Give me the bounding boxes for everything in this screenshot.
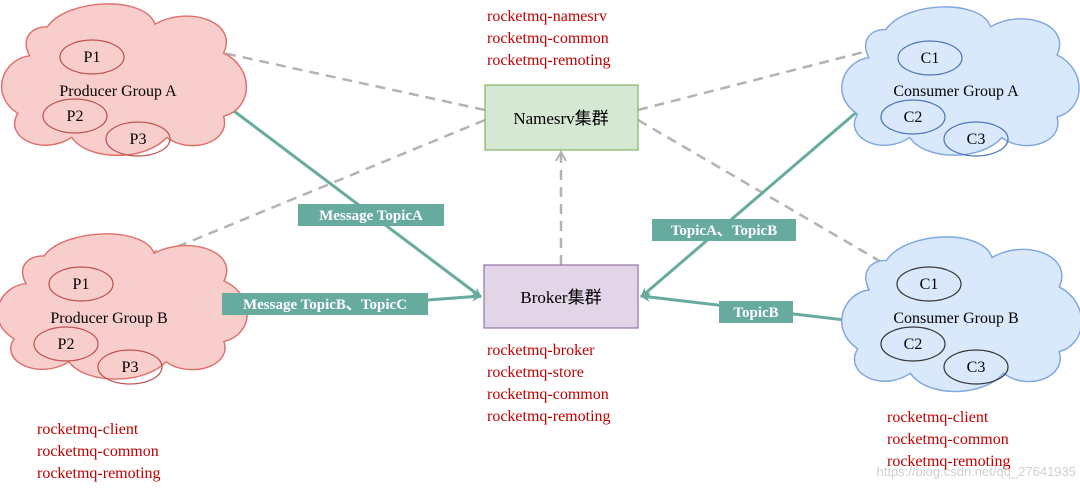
broker-box <box>483 264 639 329</box>
module-item: rocketmq-common <box>487 30 609 47</box>
producer-b-members: P1 P2 P3 <box>33 266 163 385</box>
dashed-namesrv-to-consumer-a <box>637 44 895 112</box>
module-item: rocketmq-common <box>887 431 1009 448</box>
module-item: rocketmq-broker <box>487 342 595 359</box>
dashed-namesrv-to-producer-a <box>150 37 486 112</box>
edge-label-text: TopicB <box>733 305 778 321</box>
member-label: C1 <box>920 276 939 293</box>
member-label: P3 <box>122 359 139 376</box>
namesrv-label: Namesrv集群 <box>513 109 608 128</box>
consumer-group-a-label: Consumer Group A <box>893 83 1019 100</box>
member-label: P2 <box>67 108 84 125</box>
module-item: rocketmq-client <box>887 409 989 426</box>
member-label: P3 <box>130 131 147 148</box>
edge-label-topicb: TopicB <box>719 301 793 323</box>
producer-modules: rocketmq-client rocketmq-common rocketmq… <box>37 421 161 482</box>
consumer-b-members: C1 C2 C3 <box>880 266 1009 385</box>
member-ellipse <box>105 121 171 157</box>
producer-group-b-label: Producer Group B <box>50 310 167 327</box>
edge-label-message-topicb-topicc: Message TopicB、TopicC <box>222 293 428 315</box>
dashed-namesrv-to-consumer-b <box>637 118 895 272</box>
member-ellipse <box>48 266 114 302</box>
namesrv-modules: rocketmq-namesrv rocketmq-common rocketm… <box>487 8 611 69</box>
edge-label-bg <box>222 293 428 315</box>
edge-consumer-a-to-broker <box>640 96 874 299</box>
dashed-namesrv-to-producer-b <box>150 118 486 258</box>
edge-label-bg <box>652 219 796 241</box>
member-label: C3 <box>967 359 986 376</box>
member-label: C2 <box>904 109 923 126</box>
namesrv-box <box>484 84 639 151</box>
member-ellipse <box>880 99 946 135</box>
member-label: C2 <box>904 336 923 353</box>
edge-label-text: Message TopicB、TopicC <box>243 297 407 313</box>
broker-label: Broker集群 <box>520 288 601 307</box>
consumer-group-b-label: Consumer Group B <box>893 310 1018 327</box>
module-item: rocketmq-store <box>487 364 584 381</box>
edge-label-text: TopicA、TopicB <box>671 223 777 239</box>
member-ellipse <box>943 349 1009 385</box>
edge-label-bg <box>719 301 793 323</box>
member-ellipse <box>59 39 125 75</box>
member-ellipse <box>33 326 99 362</box>
edge-label-text: Message TopicA <box>319 208 423 224</box>
member-label: P2 <box>58 336 75 353</box>
edge-label-bg <box>298 204 444 226</box>
module-item: rocketmq-common <box>37 443 159 460</box>
module-item: rocketmq-client <box>37 421 139 438</box>
member-label: C3 <box>967 131 986 148</box>
edge-label-message-topica: Message TopicA <box>298 204 444 226</box>
edge-label-topica-topicb: TopicA、TopicB <box>652 219 796 241</box>
edge-producer-a-to-broker <box>209 91 482 299</box>
member-ellipse <box>97 349 163 385</box>
member-ellipse <box>943 121 1009 157</box>
producer-group-b <box>0 233 249 380</box>
dashed-connectors <box>150 37 895 272</box>
member-label: C1 <box>921 50 940 67</box>
broker-modules: rocketmq-broker rocketmq-store rocketmq-… <box>487 342 611 425</box>
consumer-modules: rocketmq-client rocketmq-common rocketmq… <box>887 409 1011 470</box>
module-item: rocketmq-remoting <box>487 408 611 425</box>
namesrv-cluster: Namesrv集群 <box>484 84 639 151</box>
module-item: rocketmq-remoting <box>487 52 611 69</box>
member-ellipse <box>897 40 963 76</box>
member-label: P1 <box>73 276 90 293</box>
consumer-group-a <box>841 6 1080 156</box>
member-ellipse <box>42 98 108 134</box>
consumer-a-members: C1 C2 C3 <box>880 40 1009 157</box>
producer-group-a <box>0 3 248 157</box>
member-label: P1 <box>84 49 101 66</box>
broker-cluster: Broker集群 <box>483 264 639 329</box>
module-item: rocketmq-common <box>487 386 609 403</box>
member-ellipse <box>896 266 962 302</box>
module-item: rocketmq-remoting <box>37 465 161 482</box>
producer-a-members: P1 P2 P3 <box>42 39 171 157</box>
module-item: rocketmq-remoting <box>887 453 1011 470</box>
member-ellipse <box>880 326 946 362</box>
producer-group-a-label: Producer Group A <box>59 83 177 100</box>
module-item: rocketmq-namesrv <box>487 8 607 25</box>
watermark: https://blog.csdn.net/qq_27641935 <box>877 464 1077 479</box>
